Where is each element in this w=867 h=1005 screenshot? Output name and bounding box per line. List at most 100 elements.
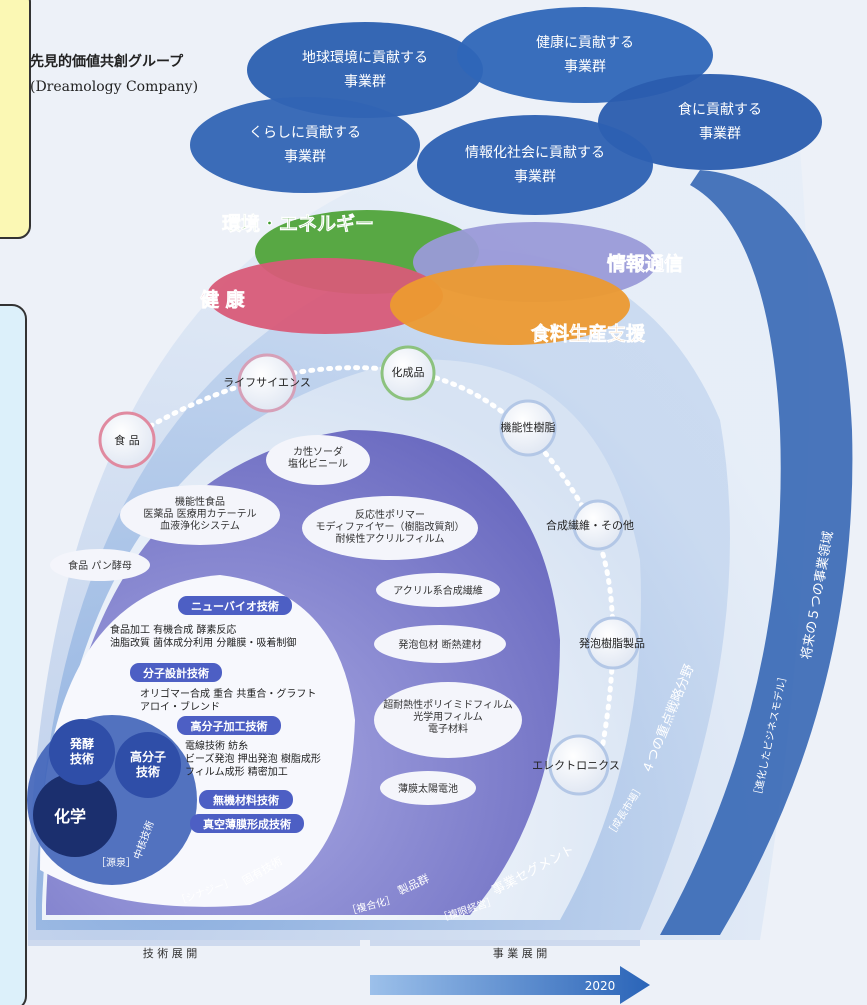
pg-functional-food-label: 機能性食品医薬品 医療用カテーテル血液浄化システム xyxy=(143,495,256,532)
tech-pill-inorganic xyxy=(199,790,293,809)
field-environment xyxy=(247,22,483,118)
text-line: 医薬品 医療用カテーテル xyxy=(143,507,256,520)
pg-functional-food xyxy=(120,485,280,545)
text-line: 耐候性アクリルフィルム xyxy=(335,532,444,545)
arc-future-blue-band xyxy=(660,170,853,935)
pg-thin-film-solar xyxy=(380,771,476,805)
timeline-year: 2020 xyxy=(585,979,616,993)
tech-molecular-line1: オリゴマー合成 重合 共重合・グラフト xyxy=(140,687,316,700)
header-subtitle: (Dreamology Company) xyxy=(30,79,198,95)
text-line: くらしに貢献する xyxy=(249,125,361,141)
growth-food-production xyxy=(390,265,630,345)
tech-polymer-processing-title: 高分子加工技術 xyxy=(191,719,268,733)
pg-thin-film-solar-label: 薄膜太陽電池 xyxy=(398,782,458,795)
segment-life-science-label: ライフサイエンス xyxy=(223,376,311,389)
text-line: 高分子 xyxy=(130,749,166,764)
side-box-cyan xyxy=(0,304,27,1005)
text-line: 塩化ビニール xyxy=(288,457,348,470)
tech-newbio-title: ニューバイオ技術 xyxy=(191,599,279,613)
node-life-science xyxy=(237,353,297,413)
text-line: 技術 xyxy=(70,751,94,766)
pg-acrylic-fiber-label: アクリル系合成繊維 xyxy=(393,584,483,597)
node-chemicals xyxy=(380,345,436,401)
pg-reactive-polymer xyxy=(302,496,478,560)
text-line: 事業群 xyxy=(284,149,326,165)
text-line: 技術 xyxy=(136,764,160,779)
node-foam-resin xyxy=(586,616,640,670)
tech-polymer-processing-line2: ビーズ発泡 押出発泡 樹脂成形 xyxy=(185,752,321,765)
text-line: 光学用フィルム xyxy=(413,710,483,723)
segment-synthetic-fiber-label: 合成繊維・その他 xyxy=(546,518,634,532)
tech-pill-newbio xyxy=(178,596,292,615)
growth-fields-group xyxy=(207,210,657,345)
tech-newbio-line1: 食品加工 有機合成 酵素反応 xyxy=(110,623,236,636)
text-line: 事業群 xyxy=(344,74,386,90)
pg-foam-packaging-label: 発泡包材 断熱建材 xyxy=(398,638,481,651)
pg-reactive-polymer-label: 反応性ポリマーモディファイヤー（樹脂改質剤）耐候性アクリルフィルム xyxy=(316,508,465,545)
growth-info-comm-label: 情報通信 xyxy=(607,252,683,275)
field-health-label: 健康に貢献する事業群 xyxy=(536,34,634,75)
core-polymer-label: 高分子技術 xyxy=(130,749,166,779)
core-fermentation xyxy=(49,719,115,785)
footer-line-right xyxy=(370,940,640,946)
field-food-label: 食に貢献する事業群 xyxy=(678,101,762,142)
core-chemistry-label: 化学 xyxy=(54,807,86,826)
segment-chemicals-label: 化成品 xyxy=(392,365,425,379)
growth-food-production-label: 食料生産支援 xyxy=(531,322,646,345)
text-line: カ性ソーダ xyxy=(293,445,343,458)
text-line: 地球環境に貢献する xyxy=(302,50,428,66)
field-environment-label: 地球環境に貢献する事業群 xyxy=(302,50,428,90)
text-line: 事業群 xyxy=(699,126,741,142)
growth-health xyxy=(207,258,443,334)
field-health xyxy=(457,7,713,103)
tech-pill-polymer-processing xyxy=(177,716,281,735)
pg-polyimide xyxy=(374,682,522,758)
tech-polymer-processing-line3: フィルム成形 精密加工 xyxy=(185,765,288,778)
segment-foam-resin-label: 発泡樹脂製品 xyxy=(579,636,645,650)
field-information xyxy=(417,115,653,215)
timeline-arrow xyxy=(370,966,650,1004)
tech-molecular-line2: アロイ・ブレンド xyxy=(140,700,220,713)
core-polymer xyxy=(115,732,181,798)
tech-pill-molecular xyxy=(130,663,222,682)
pg-food-yeast-label: 食品 パン酵母 xyxy=(68,559,132,572)
text-line: 機能性食品 xyxy=(175,495,225,508)
text-line: 健康に貢献する xyxy=(536,34,634,51)
footer-line-left xyxy=(28,940,360,946)
text-line: 反応性ポリマー xyxy=(355,508,425,521)
field-information-label: 情報化社会に貢献する事業群 xyxy=(465,145,605,185)
header-title: 先見的価値共創グループ xyxy=(30,53,184,70)
text-line: 事業群 xyxy=(564,59,606,75)
text-line: 情報化社会に貢献する xyxy=(465,145,605,161)
pg-acrylic-fiber xyxy=(376,573,500,607)
pg-caustic-soda xyxy=(266,435,370,485)
tech-vacuum-title: 真空薄膜形成技術 xyxy=(203,817,291,831)
pg-foam-packaging xyxy=(374,625,506,663)
footer-tech-dev: 技 術 展 開 xyxy=(143,947,198,960)
text-line: 電子材料 xyxy=(428,722,468,735)
node-synthetic-fiber xyxy=(572,499,624,551)
node-food xyxy=(98,411,156,469)
pg-polyimide-label: 超耐熱性ポリイミドフィルム光学用フィルム電子材料 xyxy=(383,698,513,735)
text-line: 発酵 xyxy=(69,736,94,751)
tech-newbio-line2: 油脂改質 菌体成分利用 分離膜・吸着制御 xyxy=(110,636,296,649)
segment-functional-resin-label: 機能性樹脂 xyxy=(501,420,556,434)
node-functional-resin xyxy=(499,399,557,457)
field-living xyxy=(190,97,420,193)
growth-health-label: 健 康 xyxy=(200,288,246,311)
text-line: モディファイヤー（樹脂改質剤） xyxy=(316,520,465,533)
side-box-yellow xyxy=(0,0,31,239)
text-line: 食に貢献する xyxy=(678,101,762,118)
tech-polymer-processing-line1: 電線技術 紡糸 xyxy=(185,739,248,752)
segment-food-label: 食 品 xyxy=(114,433,140,447)
segment-electronics-label: エレクトロニクス xyxy=(532,759,620,772)
growth-environment-energy-label: 環境・エネルギー xyxy=(222,212,374,235)
tech-molecular-title: 分子設計技術 xyxy=(143,666,209,680)
field-food xyxy=(598,74,822,170)
future-fields-group xyxy=(190,7,822,215)
pg-caustic-soda-label: カ性ソーダ塩化ビニール xyxy=(288,445,348,470)
tech-pill-vacuum xyxy=(190,814,304,833)
core-chemistry xyxy=(33,773,117,857)
